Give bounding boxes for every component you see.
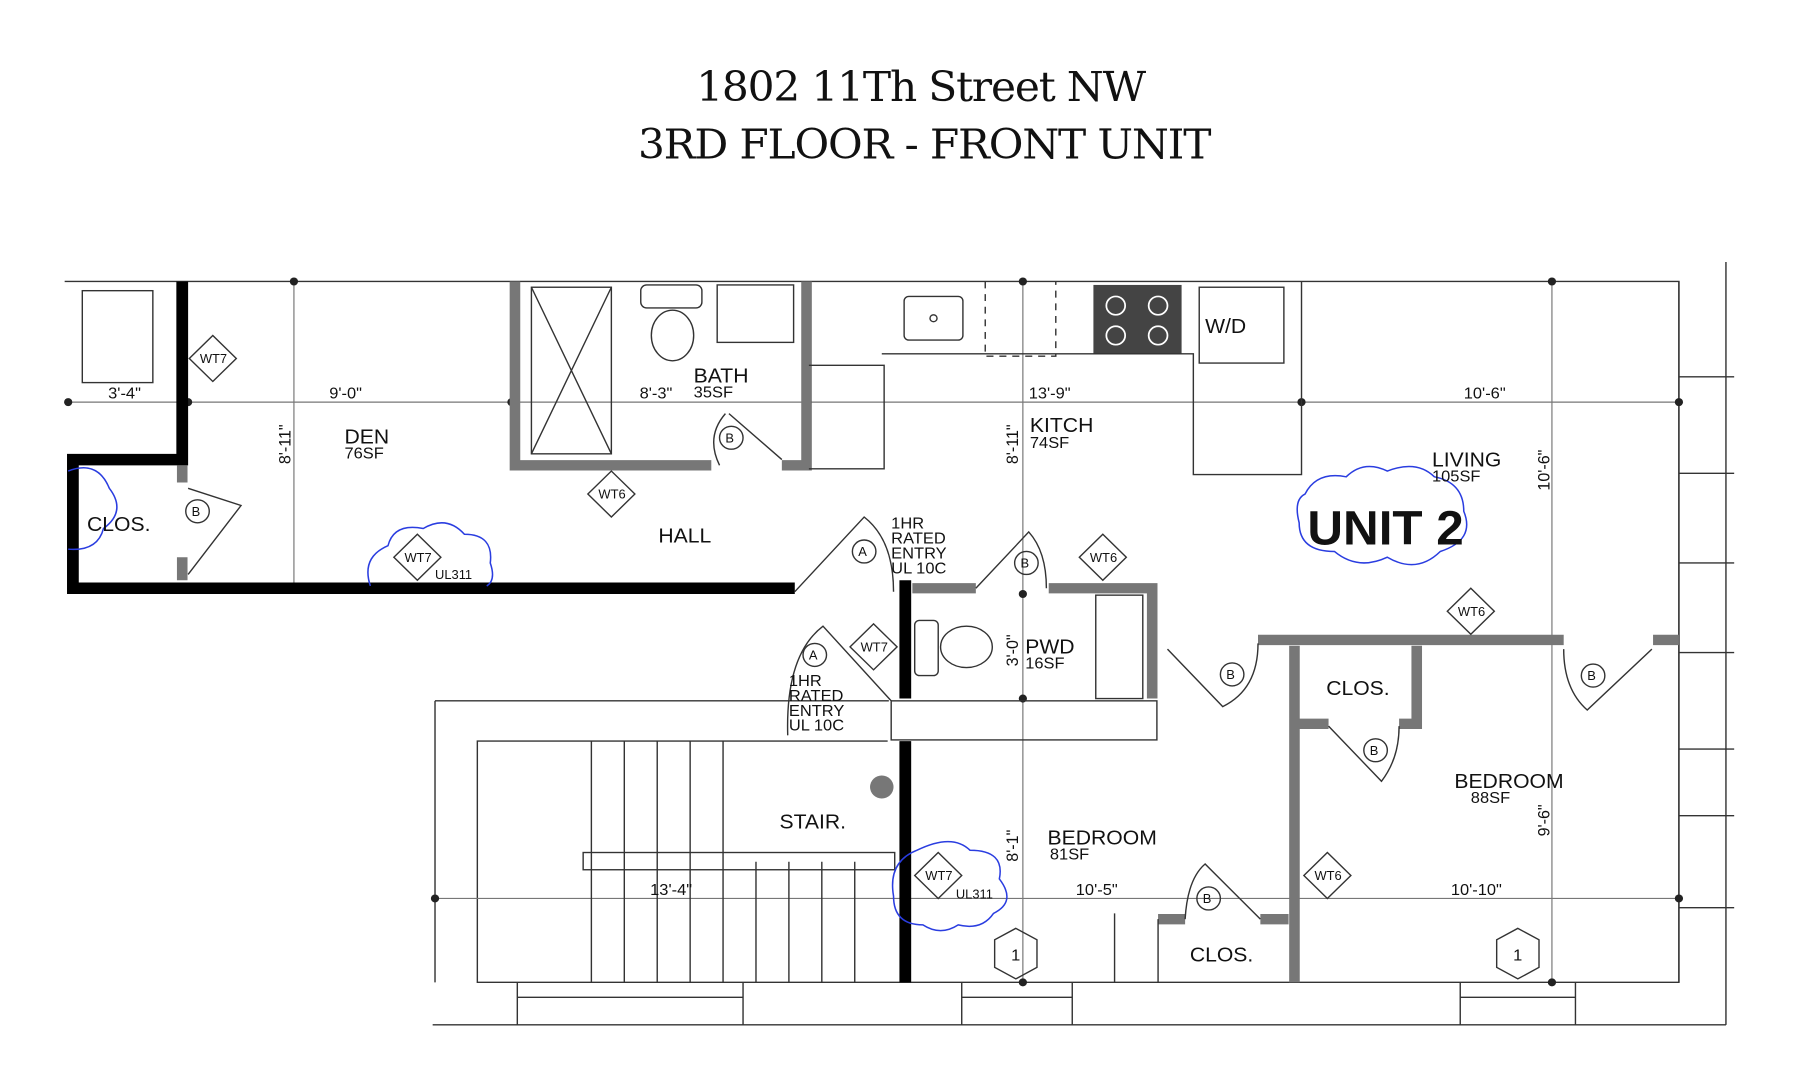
tags-hex: 1 <box>1011 947 1020 965</box>
tags-door_b: B <box>1587 668 1596 683</box>
dimensions-d4: 13'-9" <box>1029 385 1071 403</box>
tags-wt7: WT7 <box>925 868 952 883</box>
tags-ul311: UL311 <box>956 887 993 902</box>
rooms-bath-area: 35SF <box>694 384 733 402</box>
dimensions-d3: 8'-3" <box>640 385 673 403</box>
revision-clouds <box>67 465 1468 932</box>
rooms-bedroom2-area: 88SF <box>1471 789 1510 807</box>
tags-door_a: A <box>858 544 867 559</box>
rated-walls <box>67 281 912 983</box>
room-stair: STAIR. <box>779 811 846 834</box>
room-pwd: PWD <box>1025 636 1074 659</box>
room-kitch: KITCH <box>1030 414 1093 437</box>
closet-mid: CLOS. <box>1326 677 1389 700</box>
dimensions-d7: 10'-5" <box>1076 881 1118 899</box>
entry_notes-upper-0: 1HR <box>891 515 924 533</box>
tags-wt7: WT7 <box>200 351 227 366</box>
dimensions-d1: 3'-4" <box>108 385 141 403</box>
dimensions-v2: 8'-11" <box>1004 424 1022 464</box>
dimensions-d2: 9'-0" <box>329 385 362 403</box>
tags-wt6: WT6 <box>1458 604 1485 619</box>
entry_notes-lower-2: ENTRY <box>789 702 845 720</box>
entry_notes-upper-2: ENTRY <box>891 545 947 563</box>
closet-left: CLOS. <box>87 513 150 536</box>
tags-door_b: B <box>1021 556 1030 571</box>
tags-door_b: B <box>192 504 201 519</box>
tags-wt7: WT7 <box>861 640 888 655</box>
room-labels: DEN 76SF BATH 35SF KITCH 74SF LIVING 105… <box>87 315 1564 966</box>
tags-door_a: A <box>809 648 818 663</box>
washer-dryer: W/D <box>1205 315 1246 338</box>
entry_notes-lower-1: RATED <box>789 687 844 705</box>
dimensions-v4: 3'-0" <box>1004 634 1022 666</box>
entry_notes-lower-0: 1HR <box>789 672 822 690</box>
room-bedroom-2: BEDROOM <box>1454 770 1563 793</box>
room-den: DEN <box>344 426 389 449</box>
outer-walls <box>64 261 1735 1026</box>
dimensions-v5: 8'-1" <box>1004 829 1022 861</box>
entry-note-upper: 1HR RATED ENTRY UL 10C <box>891 515 947 578</box>
unit-label: UNIT 2 <box>1307 502 1463 555</box>
room-hall: HALL <box>658 525 711 548</box>
tags-hex: 1 <box>1513 947 1522 965</box>
tags-door_b: B <box>725 430 734 445</box>
dimensions-v3: 10'-6" <box>1535 449 1553 490</box>
room-bedroom-1: BEDROOM <box>1048 827 1157 850</box>
dimensions-v6: 9'-6" <box>1535 804 1553 836</box>
entry-note-lower: 1HR RATED ENTRY UL 10C <box>789 672 845 735</box>
dimension-lines <box>64 277 1684 987</box>
dimension-labels: 3'-4" 9'-0" 8'-3" 13'-9" 10'-6" 13'-4" 1… <box>108 385 1553 899</box>
dimensions-d5: 10'-6" <box>1464 385 1506 403</box>
fixtures <box>81 281 1303 983</box>
title-address: 1802 11Th Street NW <box>696 63 1146 111</box>
dimensions-d8: 10'-10" <box>1451 881 1502 899</box>
door-tags: B B A B A B B B B <box>185 425 1606 911</box>
rooms-living-area: 105SF <box>1432 468 1481 486</box>
rooms-pwd-area: 16SF <box>1025 655 1064 673</box>
interior-walls <box>176 281 1679 983</box>
rooms-bedroom1-area: 81SF <box>1050 846 1089 864</box>
dimensions-d6: 13'-4" <box>650 881 692 899</box>
tags-door_b: B <box>1226 667 1235 682</box>
entry_notes-upper-3: UL 10C <box>891 559 946 577</box>
tags-wt6: WT6 <box>598 487 625 502</box>
rooms-den-area: 76SF <box>344 445 383 463</box>
closet-bottom: CLOS. <box>1190 944 1253 967</box>
tags-wt6: WT6 <box>1090 550 1117 565</box>
tags-ul311: UL311 <box>435 567 472 582</box>
doors <box>187 413 1653 920</box>
tags-wt6: WT6 <box>1314 868 1341 883</box>
title-floor: 3RD FLOOR - FRONT UNIT <box>638 120 1212 168</box>
room-bath: BATH <box>694 365 749 388</box>
dimensions-v1: 8'-11" <box>276 424 294 464</box>
tags-wt7: WT7 <box>404 550 431 565</box>
tags-door_b: B <box>1370 743 1379 758</box>
rooms-kitch-area: 74SF <box>1030 434 1069 452</box>
entry_notes-upper-1: RATED <box>891 530 946 548</box>
tags-door_b: B <box>1203 891 1212 906</box>
room-living: LIVING <box>1432 449 1501 472</box>
entry_notes-lower-3: UL 10C <box>789 717 844 735</box>
